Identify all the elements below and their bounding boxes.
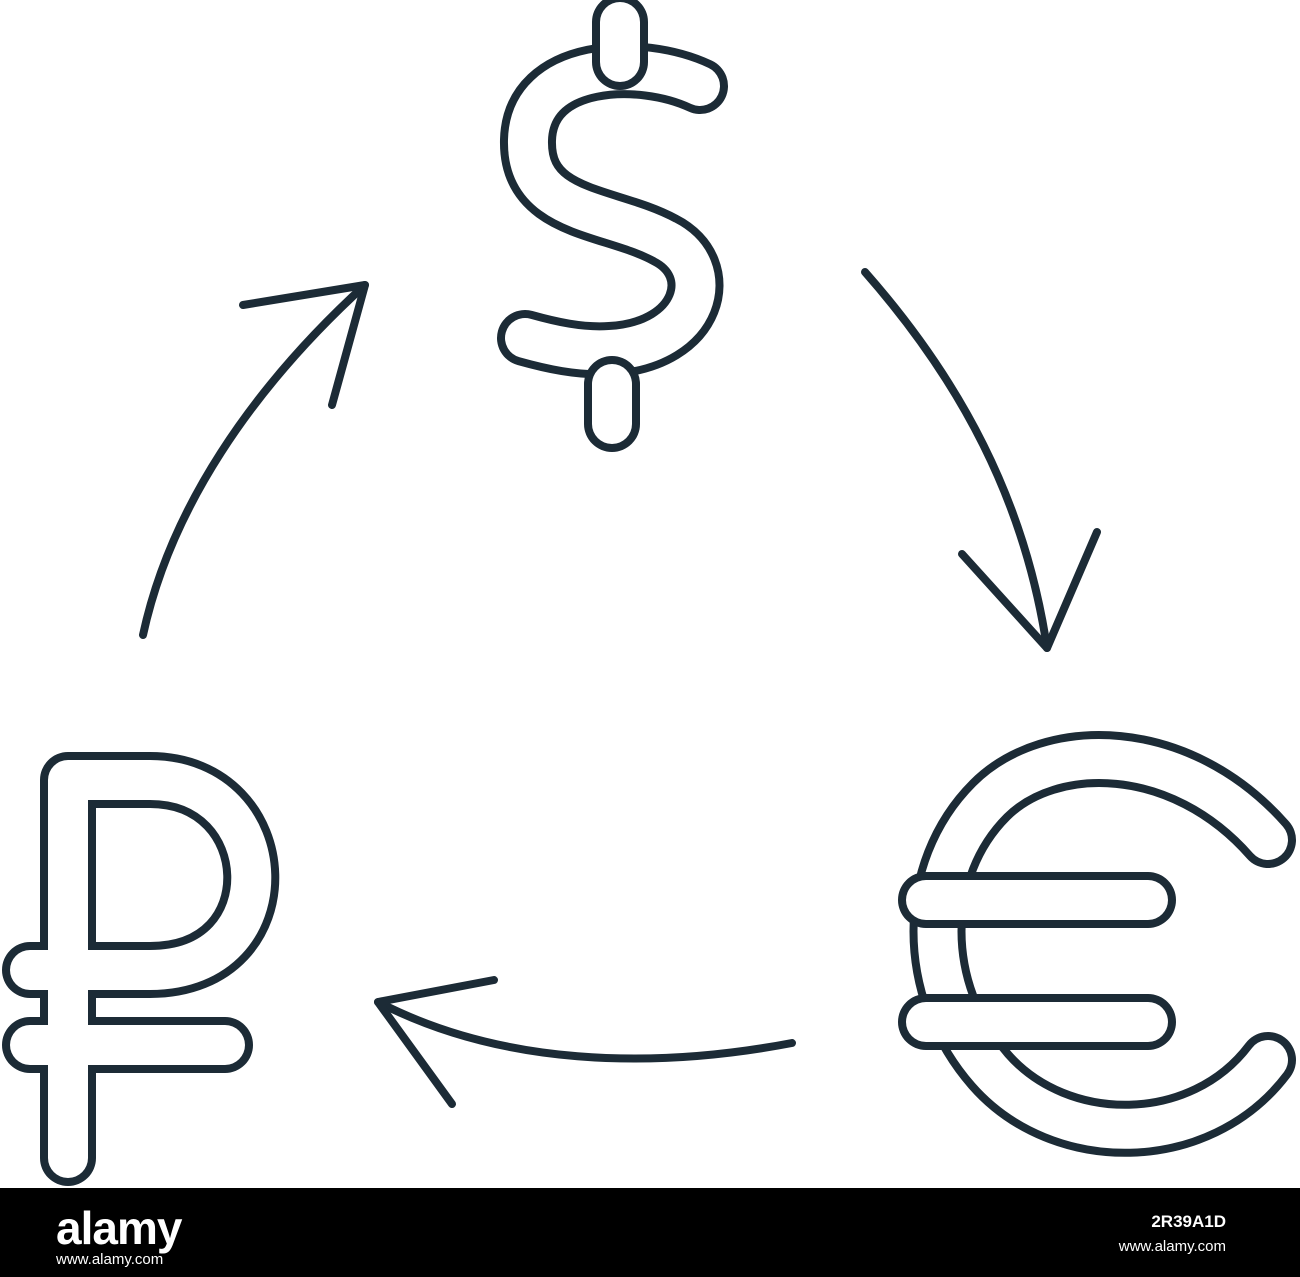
ruble-icon: [2, 752, 280, 1186]
brand-url: www.alamy.com: [56, 1251, 164, 1268]
watermark-footer: alamy www.alamy.com 2R39A1D www.alamy.co…: [0, 1188, 1300, 1277]
arrow-icon: [374, 976, 796, 1108]
brand-logo: alamy: [56, 1202, 182, 1254]
arrow-icon: [139, 281, 369, 639]
illustration-svg: [2, 0, 1296, 1186]
dollar-icon: [497, 0, 728, 452]
currency-exchange-illustration: [2, 0, 1296, 1186]
image-url: www.alamy.com: [1118, 1238, 1226, 1255]
euro-icon: [898, 731, 1296, 1157]
image-id: 2R39A1D: [1151, 1212, 1226, 1231]
arrow-icon: [861, 268, 1101, 652]
